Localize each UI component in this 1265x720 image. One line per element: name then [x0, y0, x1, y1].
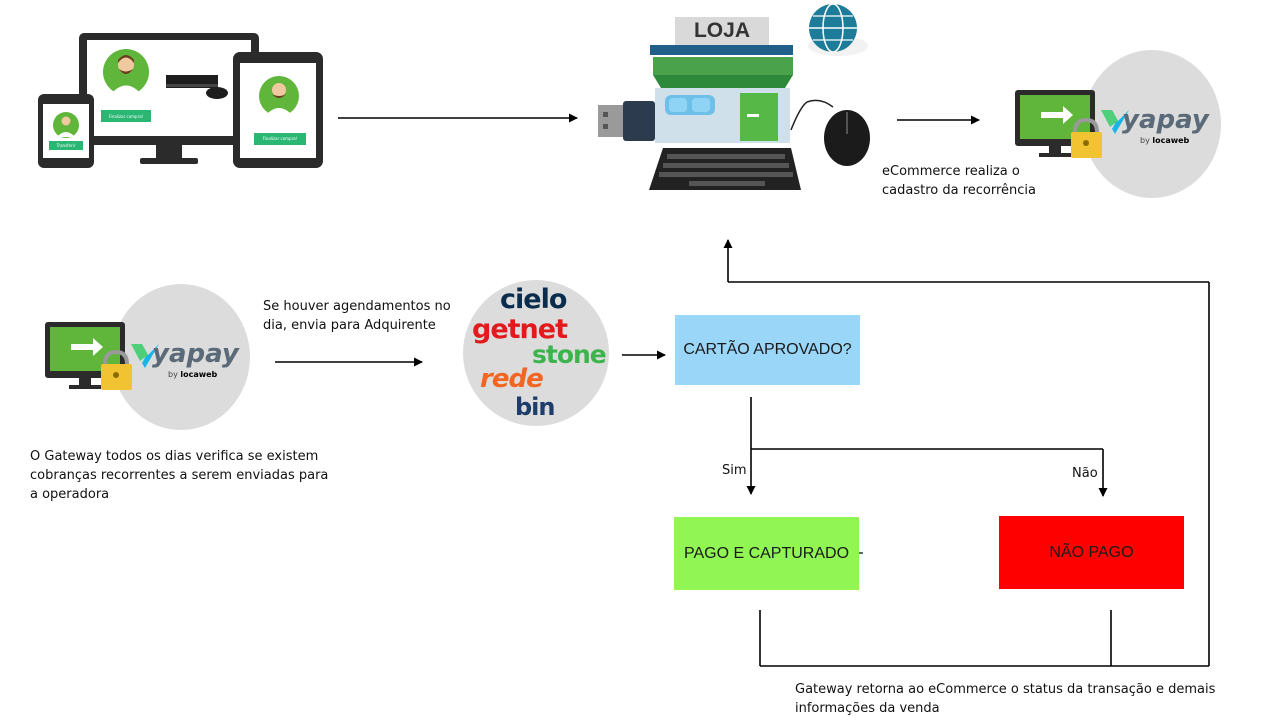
- locaweb-by-label-left: by: [168, 370, 178, 379]
- ecommerce-note: eCommerce realiza o cadastro da recorrên…: [882, 164, 1036, 198]
- acquirer-bin: bin: [515, 393, 555, 421]
- store-sign-label: LOJA: [693, 19, 750, 42]
- acquirer-cielo: cielo: [500, 284, 567, 315]
- yapay-logo-mark-icon-left: [131, 344, 159, 368]
- tablet-icon: [233, 52, 323, 168]
- acquirer-rede: rede: [480, 364, 544, 394]
- secure-monitor-icon-left: [45, 322, 132, 390]
- acquirer-getnet: getnet: [472, 314, 568, 345]
- gateway-daily-note: O Gateway todos os dias verifica se exis…: [30, 449, 329, 502]
- locaweb-brand-left: by locaweb: [168, 370, 217, 379]
- schedules-note: Se houver agendamentos no dia, envia par…: [263, 299, 451, 333]
- keyboard-icon: [649, 148, 801, 190]
- outcome-not-paid: NÃO PAGO: [999, 516, 1184, 589]
- yapay-brand-left: yapay: [152, 339, 239, 369]
- yapay-brand-top: yapay: [1122, 105, 1209, 135]
- decision-card-approved: CARTÃO APROVADO?: [675, 315, 860, 385]
- acquirer-stone: stone: [532, 340, 607, 369]
- branch-no-label: Não: [1072, 466, 1098, 481]
- globe-icon: [808, 3, 868, 56]
- smartphone-icon: [38, 94, 94, 168]
- locaweb-label-left: locaweb: [180, 370, 218, 379]
- online-store-illustration: [598, 3, 870, 190]
- yapay-logo-mark-icon: [1101, 110, 1129, 134]
- return-loop-lines: [723, 239, 1210, 667]
- acquirers-badge: [463, 280, 609, 426]
- usb-plug-icon: [598, 101, 655, 141]
- locaweb-by-label-top: by: [1140, 136, 1150, 145]
- mouse-icon: [790, 99, 870, 166]
- desktop-checkout-button-label: Finalizar compra!: [108, 114, 144, 119]
- secure-monitor-icon: [1015, 90, 1102, 158]
- desktop-monitor-icon: [79, 33, 259, 164]
- gateway-badge-left: [112, 284, 250, 430]
- phone-transfer-button-label: Transferir: [56, 143, 76, 148]
- devices-illustration: [38, 33, 323, 168]
- locaweb-label-top: locaweb: [1152, 136, 1190, 145]
- locaweb-brand-top: by locaweb: [1140, 136, 1189, 145]
- gateway-badge-top: [1083, 50, 1221, 198]
- outcome-paid-captured: PAGO E CAPTURADO: [674, 517, 859, 590]
- decision-branch-lines: [746, 397, 1108, 497]
- branch-yes-label: Sim: [722, 463, 747, 478]
- return-note: Gateway retorna ao eCommerce o status da…: [795, 682, 1216, 716]
- tablet-checkout-button-label: Finalizar compra!: [262, 136, 298, 141]
